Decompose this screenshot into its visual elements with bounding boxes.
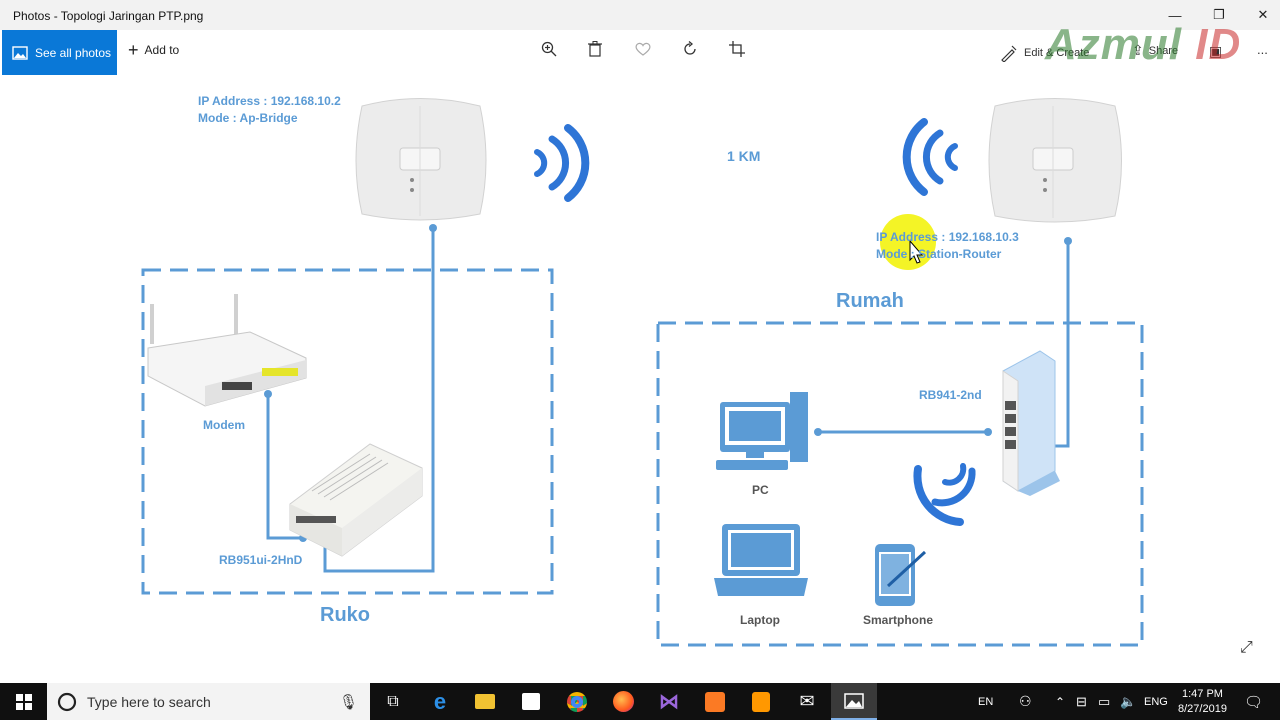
- rb941-label: RB941-2nd: [919, 388, 982, 402]
- print-icon[interactable]: ▣: [1209, 43, 1223, 59]
- smartphone-label: Smartphone: [863, 613, 934, 627]
- distance-label: 1 KM: [727, 148, 761, 164]
- see-all-label: See all photos: [35, 45, 112, 60]
- notifications-icon[interactable]: 🗨: [1244, 693, 1264, 711]
- search-placeholder: Type here to search: [87, 693, 211, 710]
- mouse-cursor-icon: [909, 239, 924, 264]
- station-ip: IP Address : 192.168.10.3: [876, 230, 1019, 244]
- fullscreen-icon[interactable]: ⤢: [1240, 639, 1253, 656]
- show-hidden-icons[interactable]: ⌃: [1055, 694, 1066, 709]
- heart-icon[interactable]: [631, 38, 655, 60]
- delete-icon[interactable]: [583, 38, 607, 60]
- more-button[interactable]: ...: [1257, 42, 1268, 57]
- station-antenna: [988, 98, 1122, 223]
- edit-create-label: Edit & Create: [1024, 47, 1090, 59]
- ruko-box: [141, 268, 554, 595]
- visual-studio-icon[interactable]: ⋈: [659, 691, 679, 713]
- laptop-icon: [714, 524, 808, 596]
- battery-icon[interactable]: ▭: [1098, 693, 1111, 709]
- maximize-button[interactable]: ❐: [1213, 7, 1225, 22]
- zoom-icon[interactable]: [537, 38, 561, 60]
- edge-icon[interactable]: e: [433, 688, 447, 714]
- microphone-icon[interactable]: 🎙: [338, 693, 358, 711]
- windows-logo-icon: [15, 693, 32, 710]
- pc-label: PC: [752, 483, 769, 497]
- people-icon[interactable]: ⚇: [1019, 693, 1032, 709]
- add-to-button[interactable]: + Add to: [128, 40, 180, 60]
- modem-device: [147, 294, 307, 407]
- ap-bridge-label: IP Address : 192.168.10.2 Mode : Ap-Brid…: [198, 93, 341, 127]
- firefox-icon[interactable]: [601, 683, 645, 720]
- network-icon[interactable]: ⊟: [1076, 693, 1087, 709]
- edit-icon: [1001, 45, 1017, 62]
- title-bar: Photos - Topologi Jaringan PTP.png — ❐ ✕: [0, 0, 1280, 30]
- photo-icon: [12, 45, 28, 60]
- rb951-router: [289, 443, 423, 557]
- clock[interactable]: 1:47 PM 8/27/2019: [1178, 683, 1227, 720]
- store-icon[interactable]: [509, 683, 553, 720]
- clock-date: 8/27/2019: [1178, 702, 1227, 715]
- wifi-signal-right: [902, 118, 958, 196]
- cortana-icon: [57, 692, 77, 711]
- edit-create-button[interactable]: Edit & Create: [1000, 44, 1089, 62]
- pc-icon: [716, 392, 808, 470]
- taskbar-search[interactable]: Type here to search 🎙: [47, 683, 370, 720]
- start-button[interactable]: [0, 683, 47, 720]
- crop-icon[interactable]: [725, 38, 749, 60]
- photos-toolbar: See all photos + Add to Edit & Create ⇪ …: [0, 30, 1280, 76]
- sublime-text-icon[interactable]: [739, 683, 783, 720]
- task-view-icon[interactable]: ⧉: [387, 692, 399, 710]
- ap-to-router-line: [323, 228, 435, 573]
- image-canvas: IP Address : 192.168.10.2 Mode : Ap-Brid…: [0, 76, 1280, 683]
- modem-label: Modem: [203, 418, 245, 432]
- topology-diagram: [141, 98, 1144, 647]
- window-title: Photos - Topologi Jaringan PTP.png: [13, 9, 204, 23]
- share-label: Share: [1148, 44, 1179, 57]
- azmul-id-watermark: Azmul ID: [1045, 20, 1242, 69]
- windows-taskbar: Type here to search 🎙 ⧉ e ⋈ ✉ EN ⚇ ⌃ ⊟ ▭…: [0, 683, 1280, 720]
- rb951-label: RB951ui-2HnD: [219, 553, 303, 567]
- laptop-label: Laptop: [740, 613, 780, 627]
- chrome-icon[interactable]: [555, 683, 599, 720]
- station-label: IP Address : 192.168.10.3 Mode : Station…: [876, 229, 1019, 263]
- rotate-icon[interactable]: [678, 38, 702, 60]
- rb941-router: [1002, 350, 1060, 496]
- xampp-icon[interactable]: [693, 683, 737, 720]
- station-mode: Mode : Station-Router: [876, 247, 1002, 261]
- smartphone-icon: [875, 544, 927, 606]
- close-button[interactable]: ✕: [1257, 7, 1269, 22]
- ap-bridge-mode: Mode : Ap-Bridge: [198, 111, 298, 125]
- photos-app-icon[interactable]: [831, 683, 877, 720]
- minimize-button[interactable]: —: [1168, 7, 1182, 23]
- mail-icon[interactable]: ✉: [799, 691, 815, 711]
- ap-bridge-ip: IP Address : 192.168.10.2: [198, 94, 341, 108]
- input-language[interactable]: EN: [978, 695, 994, 708]
- keyboard-language[interactable]: ENG: [1144, 695, 1168, 708]
- share-icon: ⇪: [1132, 42, 1144, 58]
- file-explorer-icon[interactable]: [463, 683, 507, 720]
- see-all-photos-button[interactable]: See all photos: [2, 30, 117, 75]
- cursor-highlight: [880, 214, 936, 270]
- clock-time: 1:47 PM: [1181, 687, 1223, 700]
- add-to-label: Add to: [144, 43, 180, 57]
- ap-bridge-antenna: [355, 98, 487, 221]
- modem-to-router-line: [266, 394, 303, 540]
- share-button[interactable]: ⇪ Share: [1132, 42, 1178, 59]
- volume-icon[interactable]: 🔈: [1120, 693, 1137, 709]
- wifi-signal-left: [534, 124, 590, 202]
- ruko-label: Ruko: [320, 604, 370, 626]
- rumah-label: Rumah: [836, 290, 904, 312]
- plus-icon: +: [128, 40, 139, 60]
- wifi-signal-rumah: [913, 463, 976, 526]
